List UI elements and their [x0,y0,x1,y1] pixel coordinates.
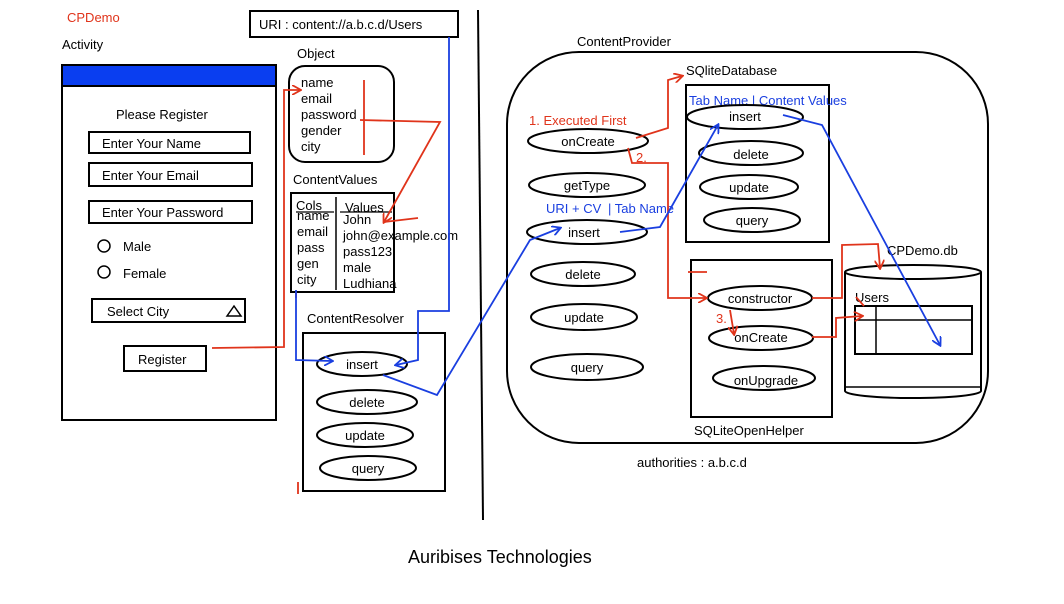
content-resolver-title: ContentResolver [307,311,404,326]
method-label: delete [733,147,768,162]
city-select-label: Select City [107,304,170,319]
method-label: update [729,180,769,195]
method-label: query [352,461,385,476]
users-table-title: Users [855,290,889,305]
uri-cv-label: URI + CV [546,201,602,216]
content-values-title: ContentValues [293,172,378,187]
step1-label: 1. Executed First [529,113,627,128]
users-table [854,305,973,355]
password-field[interactable] [88,200,253,224]
provider-oncreate [527,128,649,154]
content-values-box [290,192,395,293]
resolver-insert [316,351,408,377]
step3-label: 3. [716,311,727,326]
cv-value: Ludhiana [343,276,397,291]
uri-box [249,10,459,38]
database-title: CPDemo.db [887,243,958,258]
object-box [288,65,395,163]
method-label: onCreate [561,134,614,149]
male-radio[interactable] [97,239,111,253]
resolver-query [319,455,417,481]
db-delete [698,140,804,166]
authorities-label: authorities : a.b.c.d [637,455,747,470]
object-field: name [301,75,334,90]
footer-credit: Auribises Technologies [408,547,592,567]
name-field[interactable] [88,131,251,154]
helper-onupgrade [712,365,816,391]
db-query [703,207,801,233]
email-field[interactable] [88,162,253,187]
provider-update [530,303,638,331]
method-label: onCreate [734,330,787,345]
provider-gettype [528,172,646,198]
method-label: update [345,428,385,443]
method-label: insert [346,357,378,372]
provider-query [530,353,644,381]
resolver-delete [316,389,418,415]
method-label: query [736,213,769,228]
city-select[interactable] [91,298,246,323]
red-arrows [211,76,880,494]
activity-title: Activity [62,37,104,52]
tab-content-values-label: Tab Name | Content Values [689,93,847,108]
step2-label: 2. [636,150,647,165]
resolver-update [316,422,414,448]
object-title: Object [297,46,335,61]
female-radio[interactable] [97,265,111,279]
method-label: onUpgrade [734,373,798,388]
activity-titlebar [61,64,277,87]
object-field: gender [301,123,342,138]
cv-col: gen [297,256,319,271]
cv-value: john@example.com [342,228,458,243]
cols-header: Cols [296,198,323,213]
activity-screen: Please Register Enter Your Name Enter Yo… [61,64,277,421]
register-heading: Please Register [116,107,208,122]
cv-value: male [343,260,371,275]
provider-delete [530,261,636,287]
method-label: insert [729,109,761,124]
method-label: delete [349,395,384,410]
content-provider-title: ContentProvider [577,34,672,49]
register-button[interactable] [123,345,207,372]
app-title: CPDemo [67,10,120,25]
object-field: city [301,139,321,154]
uri-label: URI : content://a.b.c.d/Users [259,17,423,32]
method-label: constructor [728,291,793,306]
register-button-label: Register [138,352,187,367]
db-update [699,174,799,200]
cv-value: John [343,212,371,227]
female-label: Female [123,266,166,281]
chevron-up-icon [225,304,243,317]
sqlite-database-title: SQliteDatabase [686,63,777,78]
tab-name-label: | Tab Name [608,201,674,216]
object-field: email [301,91,332,106]
cv-col: city [297,272,317,287]
cv-value: pass123 [343,244,392,259]
method-label: getType [564,178,610,193]
email-field-placeholder: Enter Your Email [102,168,199,183]
sqlite-open-helper-title: SQLiteOpenHelper [694,423,805,438]
method-label: update [564,310,604,325]
values-header: Values [345,200,384,215]
method-label: insert [568,225,600,240]
blue-arrows [295,37,940,397]
name-field-placeholder: Enter Your Name [102,136,201,151]
male-label: Male [123,239,151,254]
object-field: password [301,107,357,122]
method-label: delete [565,267,600,282]
method-label: query [571,360,604,375]
cv-col: email [297,224,328,239]
vertical-divider [477,9,484,521]
password-field-placeholder: Enter Your Password [102,205,223,220]
cv-col: pass [297,240,325,255]
cv-col: name [297,208,330,223]
